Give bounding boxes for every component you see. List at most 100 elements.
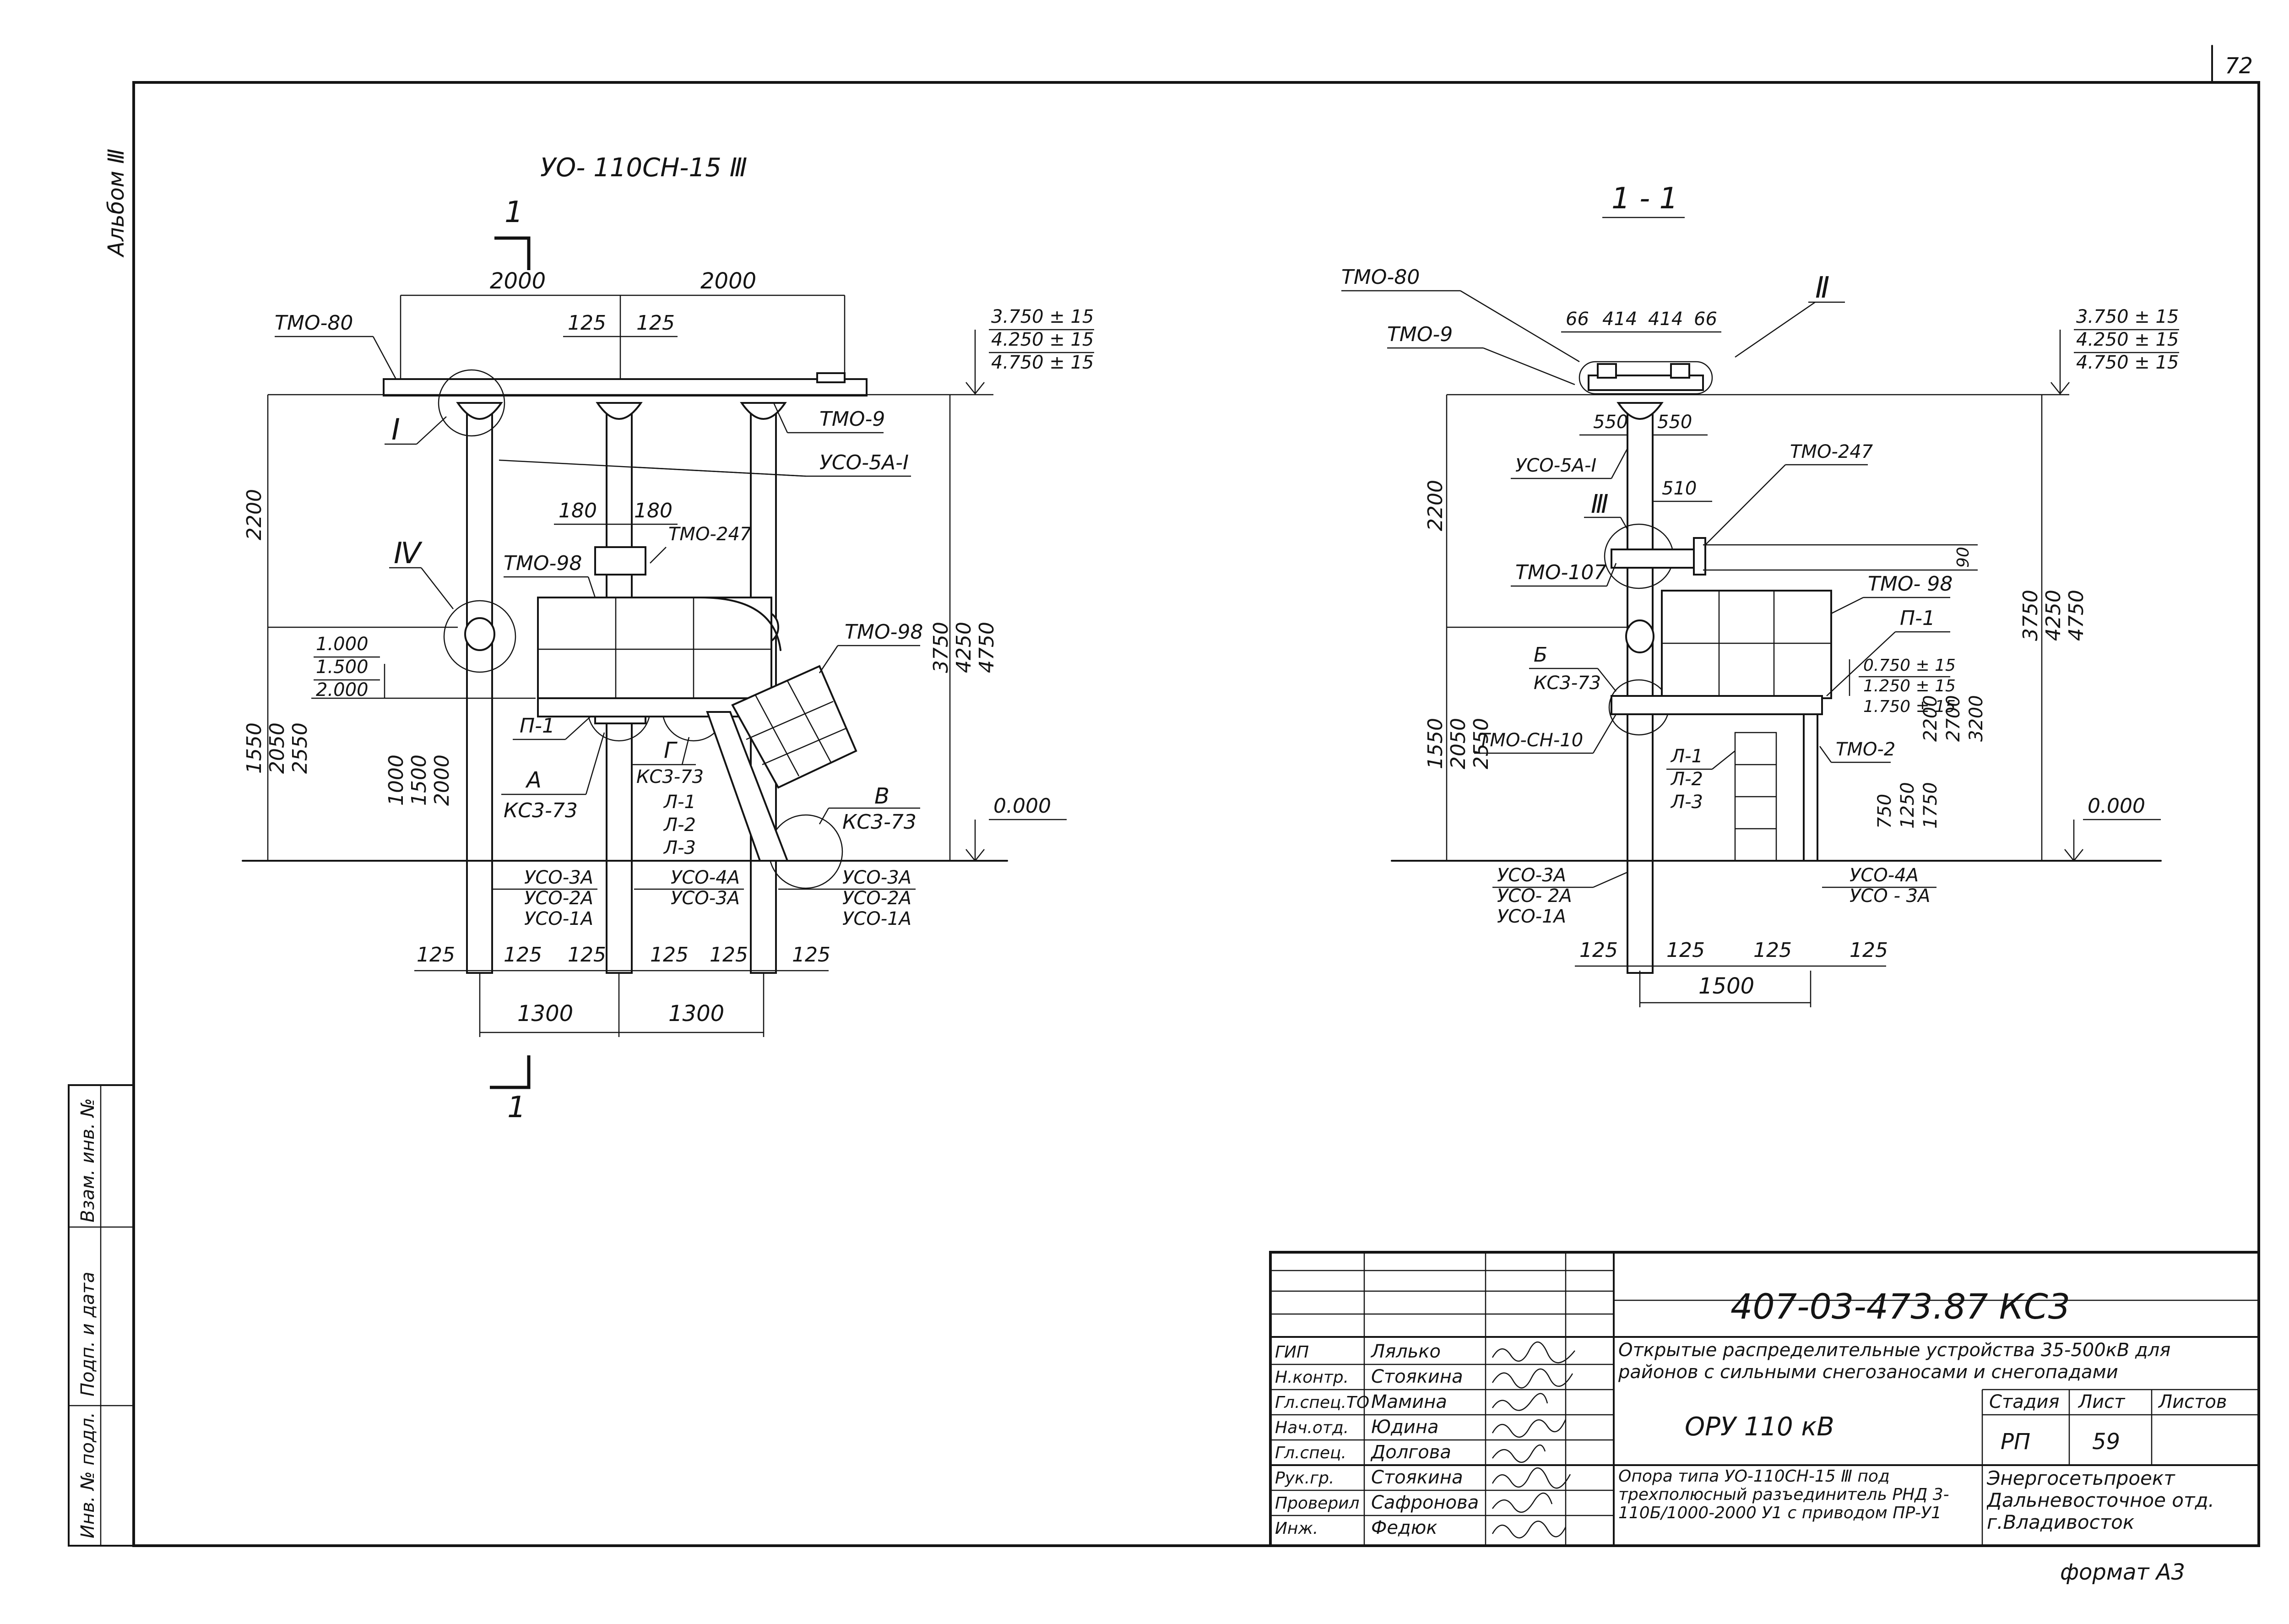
album-label: Альбом Ⅲ bbox=[103, 149, 129, 258]
dim-90: 90 bbox=[1954, 547, 1973, 568]
panel-bend bbox=[700, 597, 781, 651]
col-sheet: Лист bbox=[2077, 1391, 2126, 1412]
dim-414-a: 414 bbox=[1602, 309, 1637, 330]
dim-r-1550: 1550 bbox=[1424, 718, 1447, 769]
dim-2000-left: 2000 bbox=[490, 268, 546, 294]
uso-left-1: УСО-3А bbox=[524, 867, 593, 888]
label-tmosn10: ТМО-СН-10 bbox=[1479, 730, 1583, 751]
elev-r-0750: 0.750 ± 15 bbox=[1863, 656, 1956, 675]
role-1: Н.контр. bbox=[1275, 1368, 1349, 1387]
label-tmo98-a: ТМО-98 bbox=[504, 552, 582, 575]
dim-r-4250: 4250 bbox=[2042, 590, 2065, 641]
node-IV-circle bbox=[443, 600, 516, 673]
name-5: Стоякина bbox=[1371, 1467, 1463, 1488]
left-view: УО- 110СН-15 Ⅲ 1 1 2000 2000 125 125 3.7… bbox=[242, 153, 1094, 1124]
dim-125-b: 125 bbox=[636, 311, 675, 335]
dim-r-2050: 2050 bbox=[1447, 718, 1470, 769]
section-mark-top: 1 bbox=[504, 196, 523, 229]
page-number: 72 bbox=[2225, 53, 2253, 79]
label-ks73-v: КС3-73 bbox=[842, 810, 917, 834]
dim-414-b: 414 bbox=[1648, 309, 1683, 330]
dim-1500: 1500 bbox=[407, 755, 431, 806]
label-tmo247-r: ТМО-247 bbox=[1790, 441, 1873, 462]
project-title: Открытые распределительные устройства 35… bbox=[1618, 1340, 2171, 1383]
dim-180-a: 180 bbox=[559, 499, 597, 522]
dim-1300-a: 1300 bbox=[517, 1001, 573, 1027]
uso-r-left-3: УСО-1А bbox=[1497, 906, 1566, 927]
label-p1: П-1 bbox=[520, 714, 555, 738]
organization: Энергосетьпроект Дальневосточное отд. г.… bbox=[1987, 1467, 2214, 1533]
label-tmo80-r: ТМО-80 bbox=[1341, 266, 1420, 289]
side-cell-vzam: Взам. инв. № bbox=[77, 1098, 98, 1222]
label-p1-r: П-1 bbox=[1900, 607, 1935, 630]
elev-1000: 1.000 bbox=[316, 634, 369, 655]
sheet-frame bbox=[132, 81, 2260, 1547]
uso-right-2: УСО-2А bbox=[842, 888, 911, 909]
uso-mid-1: УСО-4А bbox=[671, 867, 740, 888]
node-I-circle bbox=[438, 369, 505, 437]
left-view-title: УО- 110СН-15 Ⅲ bbox=[540, 153, 747, 183]
section-cut-bottom bbox=[490, 1055, 531, 1089]
top-beam bbox=[383, 378, 868, 396]
label-node-IV: Ⅳ bbox=[394, 537, 423, 570]
clamp-tmo247 bbox=[594, 546, 646, 576]
dim-66-a: 66 bbox=[1566, 309, 1589, 330]
label-tmo9-r: ТМО-9 bbox=[1387, 323, 1453, 346]
label-tmo98-b: ТМО-98 bbox=[845, 620, 923, 644]
object-name: ОРУ 110 кВ bbox=[1685, 1412, 1834, 1442]
label-ks73-r: КС3-73 bbox=[1534, 673, 1601, 694]
dim-1300-b: 1300 bbox=[668, 1001, 724, 1027]
label-ks73-a: КС3-73 bbox=[504, 799, 578, 822]
dim-b-125-1: 125 bbox=[417, 943, 455, 967]
role-7: Инж. bbox=[1275, 1519, 1318, 1538]
uso-right-1: УСО-3А bbox=[842, 867, 911, 888]
dim-b-125-3: 125 bbox=[568, 943, 606, 967]
elev-arrow bbox=[966, 382, 985, 395]
uso-left-3: УСО-1А bbox=[524, 908, 593, 929]
dim-r-b-125-3: 125 bbox=[1753, 939, 1792, 962]
role-0: ГИП bbox=[1275, 1343, 1309, 1362]
section-mark-bottom: 1 bbox=[507, 1091, 526, 1124]
dim-2550: 2550 bbox=[288, 722, 312, 774]
dim-2200: 2200 bbox=[243, 489, 266, 540]
section-cut-top bbox=[494, 236, 531, 270]
role-3: Нач.отд. bbox=[1275, 1418, 1349, 1437]
column-left bbox=[456, 402, 503, 974]
uso-r-left-1: УСО-3А bbox=[1497, 865, 1566, 886]
dim-180-b: 180 bbox=[634, 499, 673, 522]
uso-r-right-1: УСО-4А bbox=[1850, 865, 1919, 886]
name-4: Долгова bbox=[1370, 1442, 1451, 1463]
label-uso5a: УСО-5А-Ⅰ bbox=[819, 451, 909, 474]
dim-r-1250: 1250 bbox=[1897, 782, 1918, 829]
elev-2000: 2.000 bbox=[316, 679, 369, 701]
label-L3: Л-3 bbox=[663, 837, 696, 858]
name-7: Федюк bbox=[1371, 1517, 1437, 1538]
column-r bbox=[1616, 402, 1664, 974]
dim-125-a: 125 bbox=[568, 311, 606, 335]
dim-4750: 4750 bbox=[975, 622, 998, 673]
name-6: Сафронова bbox=[1371, 1492, 1479, 1513]
label-tmo247: ТМО-247 bbox=[668, 524, 752, 545]
label-ks73-g: КС3-73 bbox=[636, 766, 704, 788]
dim-r-2550: 2550 bbox=[1470, 718, 1493, 769]
label-L2-r: Л-2 bbox=[1670, 769, 1703, 790]
beam-r bbox=[1578, 361, 1713, 395]
dim-r-b-125-4: 125 bbox=[1850, 939, 1888, 962]
name-0: Лялько bbox=[1370, 1341, 1441, 1362]
label-L2: Л-2 bbox=[663, 815, 696, 836]
elev-4250: 4.250 ± 15 bbox=[991, 329, 1094, 350]
elev-r-3750: 3.750 ± 15 bbox=[2076, 306, 2179, 327]
label-L1-r: Л-1 bbox=[1670, 746, 1703, 767]
designation: 407-03-473.87 КС3 bbox=[1730, 1286, 2070, 1327]
col-sheets: Листов bbox=[2158, 1391, 2227, 1412]
label-uso5a-r: УСО-5А-Ⅰ bbox=[1515, 455, 1596, 476]
elev-r-1250: 1.250 ± 15 bbox=[1863, 677, 1956, 695]
dim-2000-v: 2000 bbox=[430, 755, 454, 806]
right-view-title: 1 - 1 bbox=[1611, 182, 1678, 216]
dim-2050: 2050 bbox=[266, 722, 289, 774]
dim-1550: 1550 bbox=[243, 722, 266, 774]
right-view: 1 - 1 ТМО-80 ТМО-9 Ⅱ 66 414 414 66 550 5… bbox=[1341, 182, 2179, 1007]
dim-r-3750: 3750 bbox=[2019, 590, 2042, 641]
dim-b-125-6: 125 bbox=[792, 943, 830, 967]
